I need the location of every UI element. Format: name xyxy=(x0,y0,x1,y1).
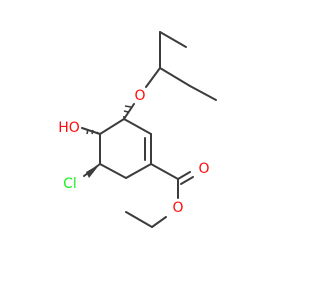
ester-oxygen-label: O xyxy=(172,200,183,216)
bond-ethyl-a-ch3 xyxy=(159,31,187,48)
hashed-wedge-c4 xyxy=(86,128,99,135)
chlorine-label: Cl xyxy=(63,176,77,192)
bond-ch-to-ether-o xyxy=(145,67,161,88)
bond-ester-o-to-ch2 xyxy=(151,216,167,228)
bond-ether-o-to-ring xyxy=(123,103,135,120)
bond-ring-c2-c3 xyxy=(123,118,152,135)
bond-ring-c3-c4 xyxy=(99,118,125,135)
hashed-wedge-c3 xyxy=(123,105,132,118)
carbonyl-oxygen-label: O xyxy=(198,161,209,177)
bond-ethyl-b-ch3 xyxy=(189,85,217,101)
bond-ethoxy-ch2-ch3 xyxy=(125,211,153,228)
bond-carbonyl-double-b xyxy=(180,176,194,185)
bond-ethyl-b-ch2 xyxy=(159,67,191,87)
ether-oxygen-label: O xyxy=(134,88,145,104)
solid-wedge-c5 xyxy=(86,164,100,178)
bond-c1-to-carbonyl xyxy=(150,163,179,180)
bond-carbonyl-double-a xyxy=(177,171,191,180)
hydroxyl-label: HO xyxy=(58,120,80,136)
molecule-diagram: O HO Cl O O xyxy=(58,31,217,228)
bond-ring-c6-c1 xyxy=(125,163,152,179)
structure-canvas: O HO Cl O O xyxy=(58,31,217,228)
bond-ring-c5-c6 xyxy=(99,163,127,179)
